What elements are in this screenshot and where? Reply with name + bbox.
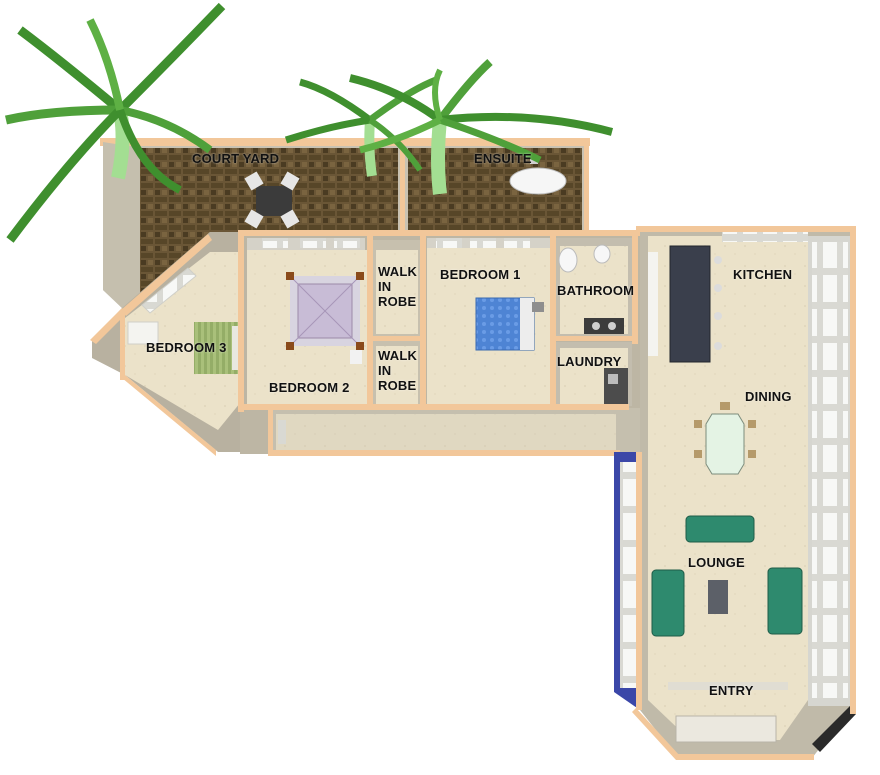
kitchen-island <box>669 245 711 363</box>
palm-tree-left <box>5 2 226 243</box>
sofa-right <box>767 567 803 635</box>
label-kitchen: KITCHEN <box>733 267 793 282</box>
label-walk-in-robe-2-line-1: WALK <box>378 348 418 363</box>
main-wing <box>238 230 640 456</box>
label-entry: ENTRY <box>709 683 754 698</box>
label-walk-in-robe-1: WALK IN ROBE <box>378 264 428 309</box>
label-walk-in-robe-1-line-1: WALK <box>378 264 418 279</box>
label-ensuite: ENSUITE <box>474 151 532 166</box>
label-walk-in-robe-2: WALK IN ROBE <box>378 348 428 393</box>
four-poster-bed <box>286 272 364 364</box>
sofa-top <box>685 515 755 543</box>
label-bedroom-1: BEDROOM 1 <box>440 267 521 282</box>
label-bedroom-3: BEDROOM 3 <box>146 340 227 355</box>
label-court-yard: COURT YARD <box>192 151 280 166</box>
palm-tree-right <box>349 59 614 195</box>
label-laundry: LAUNDRY <box>557 354 622 369</box>
sofa-left <box>651 569 685 637</box>
coffee-table <box>708 580 728 614</box>
dining-table <box>705 413 745 475</box>
courtyard <box>100 138 402 308</box>
label-walk-in-robe-1-line-3: ROBE <box>378 294 417 309</box>
label-walk-in-robe-1-line-2: IN <box>378 279 392 294</box>
living-wing <box>614 226 856 760</box>
label-walk-in-robe-2-line-2: IN <box>378 363 392 378</box>
label-lounge: LOUNGE <box>688 555 745 570</box>
label-walk-in-robe-2-line-3: ROBE <box>378 378 417 393</box>
bathtub <box>509 167 567 195</box>
label-bathroom: BATHROOM <box>557 283 635 298</box>
label-dining: DINING <box>745 389 792 404</box>
label-bedroom-2: BEDROOM 2 <box>269 380 350 395</box>
bedroom-3-area <box>90 232 270 456</box>
